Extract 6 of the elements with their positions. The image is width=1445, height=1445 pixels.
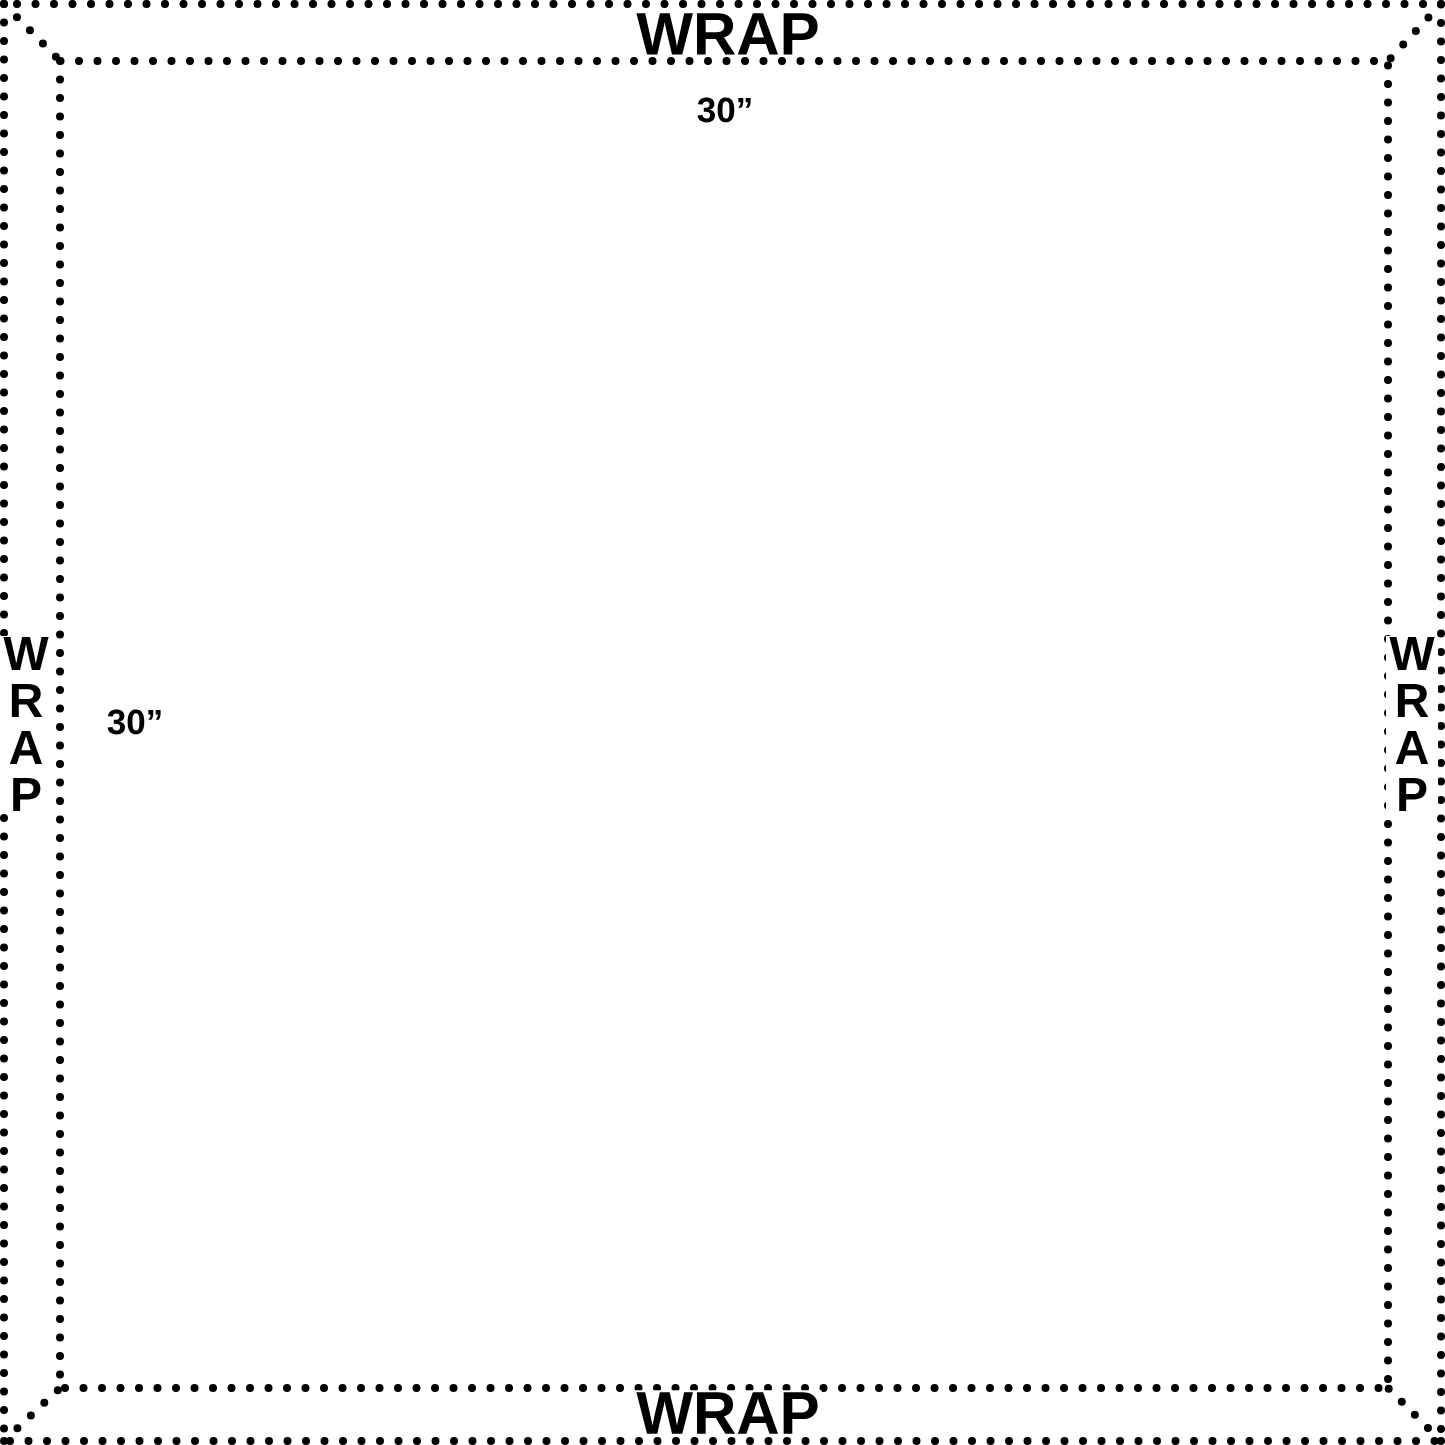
dimension-label: 30”: [104, 707, 166, 737]
dimension-label: 30”: [694, 95, 756, 125]
wrap-label: WRAP: [0, 636, 52, 812]
wrap-label: WRAP: [634, 1390, 822, 1436]
wrap-label: WRAP: [1386, 636, 1438, 812]
wrap-label: WRAP: [634, 11, 822, 57]
